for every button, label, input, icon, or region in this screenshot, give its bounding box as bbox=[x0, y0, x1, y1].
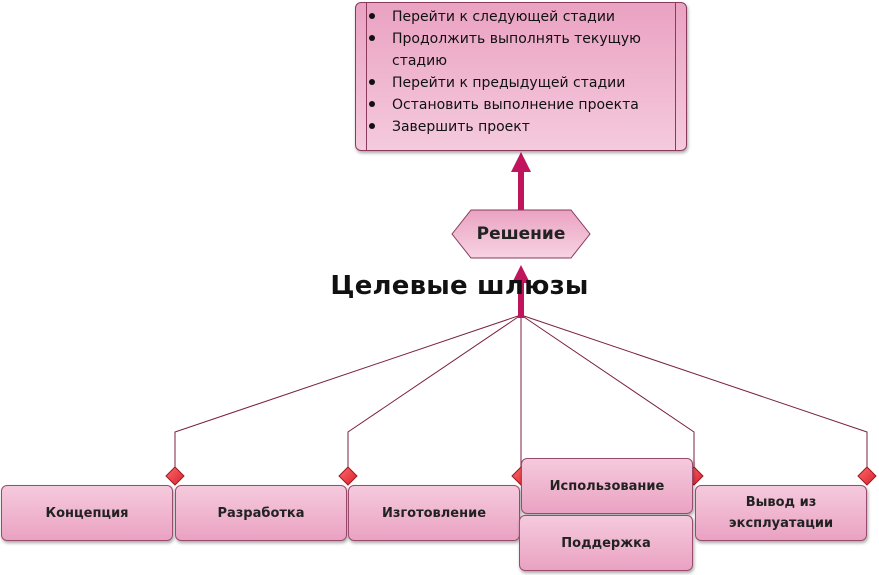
connector-lines bbox=[174, 314, 868, 468]
bullet-icon bbox=[369, 13, 375, 19]
decision-option: Продолжить выполнять текущую стадию bbox=[356, 28, 682, 72]
decision-option: Перейти к предыдущей стадии bbox=[356, 72, 686, 94]
decision-option-text: Завершить проект bbox=[392, 119, 530, 135]
decision-option-text: Перейти к предыдущей стадии bbox=[392, 75, 626, 91]
decision-option: Остановить выполнение проекта bbox=[356, 94, 686, 116]
stage-development: Разработка bbox=[175, 485, 347, 541]
box-left-rule bbox=[366, 3, 367, 150]
stage-retirement: Вывод из эксплуатации bbox=[695, 485, 867, 541]
decision-option-text: Остановить выполнение проекта bbox=[392, 97, 639, 113]
decision-option: Перейти к следующей стадии bbox=[356, 6, 686, 28]
gate-diamond-concept bbox=[165, 466, 185, 486]
bullet-icon bbox=[369, 123, 375, 129]
bullet-icon bbox=[369, 79, 375, 85]
decision-option: Завершить проект bbox=[356, 116, 686, 138]
stage-concept: Концепция bbox=[1, 485, 173, 541]
decision-option-text: Продолжить выполнять текущую стадию bbox=[392, 31, 641, 69]
box-right-rule bbox=[675, 3, 676, 150]
stage-utilization: Использование bbox=[521, 458, 693, 514]
stage-production: Изготовление bbox=[348, 485, 520, 541]
gates-heading: Целевые шлюзы bbox=[330, 271, 589, 301]
bullet-icon bbox=[369, 35, 375, 41]
bullet-icon bbox=[369, 101, 375, 107]
decision-hexagon bbox=[451, 209, 591, 259]
stage-support: Поддержка bbox=[519, 515, 693, 571]
connector-utilization bbox=[520, 314, 695, 468]
connector-retirement bbox=[520, 314, 868, 468]
arrow-to-options bbox=[511, 152, 531, 210]
gate-diamond-retirement bbox=[857, 466, 877, 486]
arrow-to-decision bbox=[512, 265, 530, 318]
connector-development bbox=[347, 314, 522, 468]
decision-options-box: Перейти к следующей стадии Продолжить вы… bbox=[355, 2, 687, 151]
connector-concept bbox=[174, 314, 522, 468]
decision-options-list: Перейти к следующей стадии Продолжить вы… bbox=[356, 3, 686, 138]
gate-diamond-development bbox=[338, 466, 358, 486]
decision-label: Решение bbox=[476, 224, 566, 244]
decision-option-text: Перейти к следующей стадии bbox=[392, 9, 616, 25]
